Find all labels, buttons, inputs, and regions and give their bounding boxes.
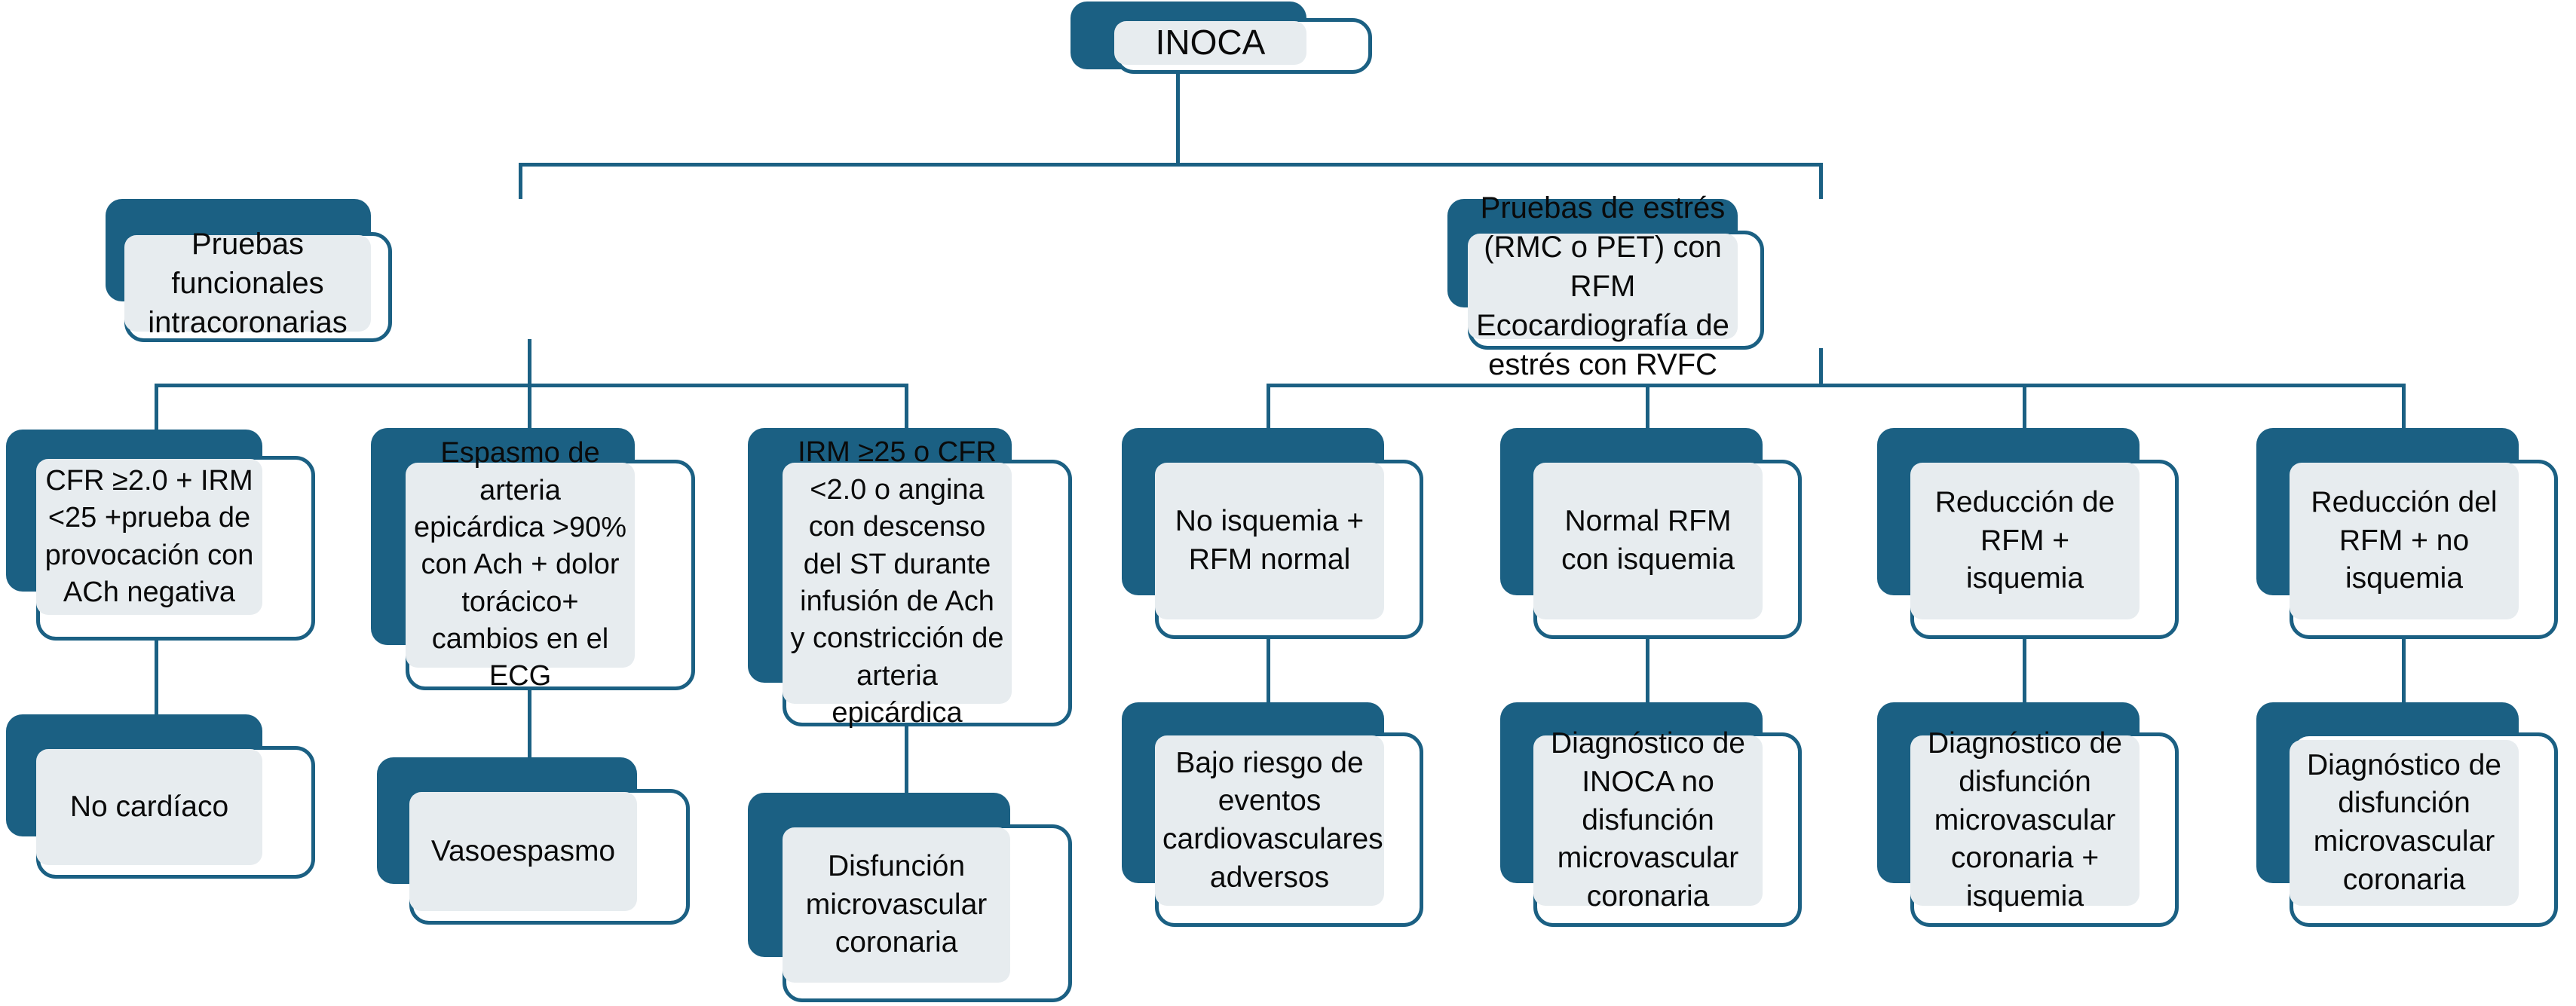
connector-invasive-drop-3 xyxy=(905,384,908,430)
node-label-panel: Disfunción microvascular coronaria xyxy=(783,827,1010,983)
node-label: Bajo riesgo de eventos cardiovasculares … xyxy=(1162,746,1383,894)
connector-espasmo-to-outcome xyxy=(528,687,531,759)
node-normal-rfm-isq[interactable]: Normal RFM con isquemia xyxy=(1500,428,1802,639)
node-dmc-1[interactable]: Disfunción microvascular coronaria xyxy=(748,793,1072,1002)
node-vasoespasmo[interactable]: Vasoespasmo xyxy=(377,757,690,925)
node-label: Diagnóstico de disfunción microvascular … xyxy=(1928,727,2122,913)
node-label-panel: Vasoespasmo xyxy=(409,792,637,911)
node-inoca[interactable]: INOCA xyxy=(1071,2,1372,74)
node-label-panel: IRM ≥25 o CFR <2.0 o angina con descenso… xyxy=(783,436,1012,729)
node-inoca-no-dmc[interactable]: Diagnóstico de INOCA no disfunción micro… xyxy=(1500,702,1802,927)
node-dmc-2[interactable]: Diagnóstico de disfunción microvascular … xyxy=(2256,702,2558,927)
connector-noisq-to-outcome xyxy=(1267,637,1270,705)
node-reduccion-rfm-no-isq[interactable]: Reducción del RFM + no isquemia xyxy=(2256,428,2558,639)
connector-root-stem xyxy=(1176,59,1180,164)
connector-redrfm-to-outcome xyxy=(2023,637,2026,705)
connector-noninvasive-bar xyxy=(1267,384,2405,387)
node-label: CFR ≥2.0 + IRM <25 +prueba de provocació… xyxy=(44,464,254,608)
node-label: IRM ≥25 o CFR <2.0 o angina con descenso… xyxy=(790,436,1004,729)
node-label: Disfunción microvascular coronaria xyxy=(805,849,988,959)
connector-cfr-to-outcome xyxy=(155,637,158,716)
node-label-panel: No isquemia + RFM normal xyxy=(1155,463,1384,619)
connector-to-branch-invasive xyxy=(519,163,522,199)
connector-noninvasive-drop-4 xyxy=(2402,384,2406,430)
node-reduccion-rfm-isq[interactable]: Reducción de RFM + isquemia xyxy=(1877,428,2179,639)
node-label-panel: CFR ≥2.0 + IRM <25 +prueba de provocació… xyxy=(36,459,262,615)
node-no-isquemia[interactable]: No isquemia + RFM normal xyxy=(1122,428,1423,639)
connector-redrfmnoisq-to-outcome xyxy=(2402,637,2406,705)
node-label: No isquemia + RFM normal xyxy=(1175,505,1365,576)
node-label-panel: Bajo riesgo de eventos cardiovasculares … xyxy=(1155,735,1384,906)
node-label: Reducción de RFM + isquemia xyxy=(1934,485,2115,595)
node-no-cardiaco[interactable]: No cardíaco xyxy=(6,714,315,879)
connector-noninvasive-drop-3 xyxy=(2023,384,2026,430)
node-label: Vasoespasmo xyxy=(430,834,616,867)
node-label-panel: Pruebas de estrés (RMC o PET) con RFM Ec… xyxy=(1468,191,1738,381)
node-label-panel: Reducción de RFM + isquemia xyxy=(1910,463,2140,619)
node-label: No cardíaco xyxy=(69,790,229,823)
node-label: INOCA xyxy=(1155,23,1266,63)
node-label: Reducción del RFM + no isquemia xyxy=(2311,485,2498,595)
connector-invasive-bar xyxy=(155,384,908,387)
node-label-panel: Normal RFM con isquemia xyxy=(1533,463,1763,619)
node-label-panel: Diagnóstico de INOCA no disfunción micro… xyxy=(1533,727,1763,913)
node-espasmo[interactable]: Espasmo de arteria epicárdica >90% con A… xyxy=(371,428,695,692)
connector-to-branch-noninvasive xyxy=(1819,163,1823,199)
node-label: Diagnóstico de disfunción microvascular … xyxy=(2307,748,2501,896)
node-label: Pruebas funcionales intracoronarias xyxy=(148,228,348,339)
connector-irm-to-outcome xyxy=(905,723,908,795)
node-label-panel: Reducción del RFM + no isquemia xyxy=(2290,463,2519,619)
node-branch-noninvasive[interactable]: Pruebas de estrés (RMC o PET) con RFM Ec… xyxy=(1447,191,1764,381)
connector-noninvasive-drop-2 xyxy=(1646,384,1649,430)
node-label-panel: Pruebas funcionales intracoronarias xyxy=(124,228,371,339)
node-label-panel: No cardíaco xyxy=(36,749,262,865)
node-label-panel: INOCA xyxy=(1114,21,1306,65)
connector-normalrfm-to-outcome xyxy=(1646,637,1649,705)
node-cfr-normal[interactable]: CFR ≥2.0 + IRM <25 +prueba de provocació… xyxy=(6,430,315,641)
connector-noninvasive-stem xyxy=(1819,348,1823,386)
connector-invasive-drop-2 xyxy=(528,384,531,430)
node-label: Pruebas de estrés (RMC o PET) con RFM Ec… xyxy=(1476,191,1729,381)
node-irm-alto[interactable]: IRM ≥25 o CFR <2.0 o angina con descenso… xyxy=(748,428,1072,729)
node-label-panel: Espasmo de arteria epicárdica >90% con A… xyxy=(406,437,635,692)
node-dmc-isquemia[interactable]: Diagnóstico de disfunción microvascular … xyxy=(1877,702,2179,927)
connector-noninvasive-drop-1 xyxy=(1267,384,1270,430)
node-label-panel: Diagnóstico de disfunción microvascular … xyxy=(2290,740,2519,906)
node-label-panel: Diagnóstico de disfunción microvascular … xyxy=(1910,727,2140,913)
node-label: Normal RFM con isquemia xyxy=(1561,505,1735,576)
connector-invasive-drop-1 xyxy=(155,384,158,430)
connector-invasive-stem xyxy=(528,339,531,386)
node-label: Diagnóstico de INOCA no disfunción micro… xyxy=(1551,727,1745,913)
node-bajo-riesgo[interactable]: Bajo riesgo de eventos cardiovasculares … xyxy=(1122,702,1423,927)
connector-root-bar xyxy=(519,163,1823,167)
node-label: Espasmo de arteria epicárdica >90% con A… xyxy=(413,437,626,693)
node-branch-invasive[interactable]: Pruebas funcionales intracoronarias xyxy=(106,199,392,342)
